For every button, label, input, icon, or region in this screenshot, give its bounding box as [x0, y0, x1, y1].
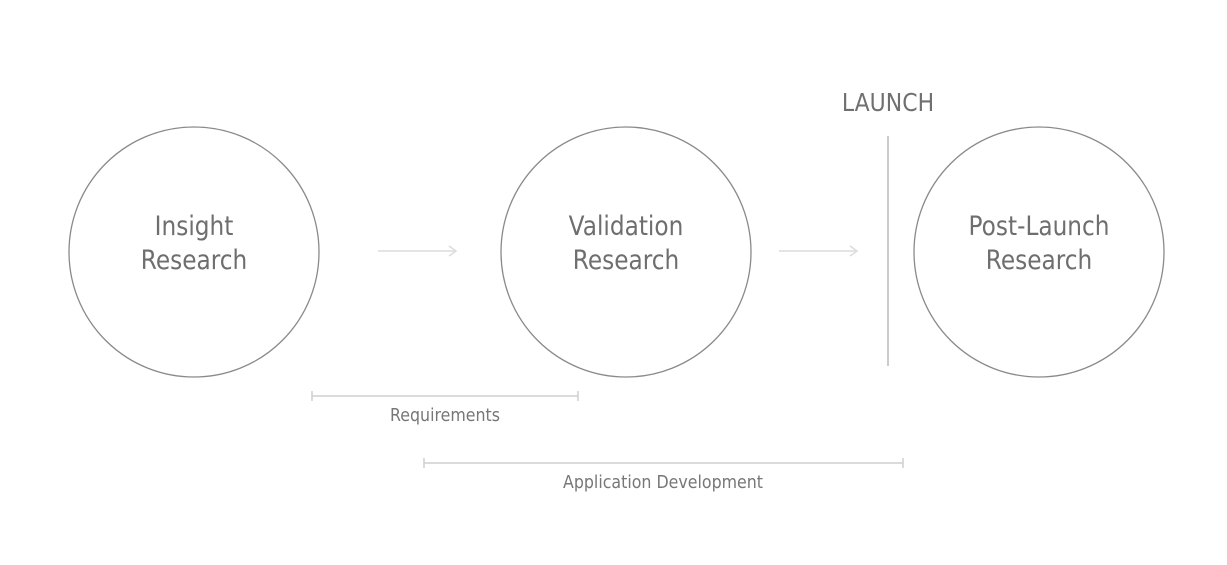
stage-circle [500, 126, 752, 378]
launch-label: LAUNCH [842, 88, 934, 118]
range-requirements: Requirements [311, 391, 579, 425]
stage-label-line1: Insight [155, 210, 234, 241]
stage-post-launch-research: Post-Launch Research [913, 126, 1165, 378]
launch-milestone: LAUNCH [842, 88, 934, 366]
flow-arrow [378, 245, 458, 257]
stage-label-line2: Research [573, 244, 679, 275]
stage-label-line1: Post-Launch [969, 210, 1110, 241]
stage-circle [913, 126, 1165, 378]
range-bracket [311, 391, 579, 401]
range-application-development: Application Development [423, 458, 904, 492]
range-label: Application Development [563, 471, 763, 492]
flow-arrow [779, 245, 859, 257]
stage-circle [68, 126, 320, 378]
range-bracket [423, 458, 904, 468]
stage-label-line1: Validation [569, 210, 684, 241]
stage-label-line2: Research [141, 244, 247, 275]
stage-validation-research: Validation Research [500, 126, 752, 378]
stage-label-line2: Research [986, 244, 1092, 275]
stage-insight-research: Insight Research [68, 126, 320, 378]
range-label: Requirements [390, 404, 500, 425]
